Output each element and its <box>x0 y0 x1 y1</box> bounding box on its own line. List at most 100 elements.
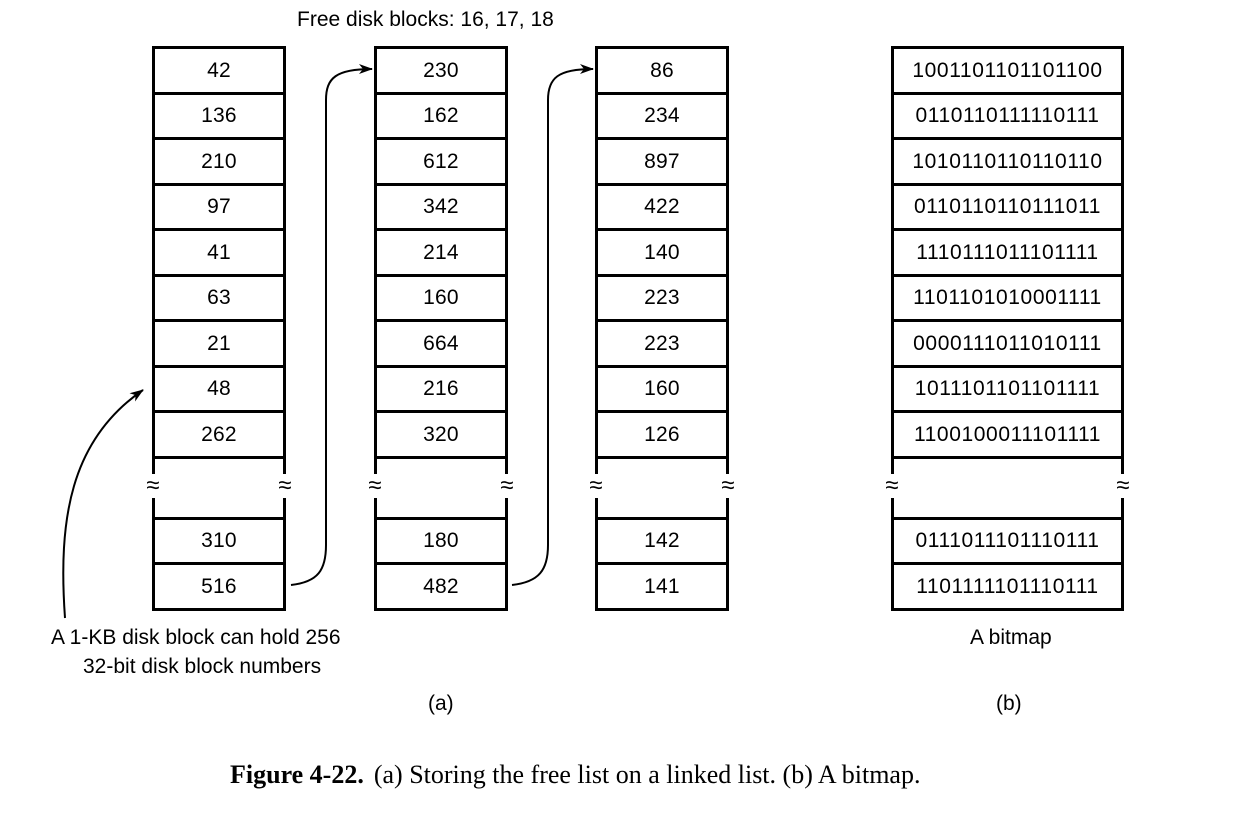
block-entry: 0110110111110111 <box>915 104 1100 128</box>
row-divider <box>891 319 1124 322</box>
block-entry: 216 <box>423 377 459 401</box>
block-entry: 42 <box>207 58 231 82</box>
block-entry: 126 <box>644 422 680 446</box>
annotation-line-1: A 1-KB disk block can hold 256 <box>51 626 341 649</box>
row-divider <box>891 182 1124 186</box>
next-block-arrow-1 <box>290 64 373 586</box>
break-mark-left: ≈ <box>144 474 162 498</box>
block-entry: 86 <box>650 58 674 82</box>
block-entry: 136 <box>201 104 237 128</box>
block-entry: 262 <box>201 422 237 446</box>
row-divider <box>891 228 1124 231</box>
block-entry: 162 <box>423 104 459 128</box>
row-divider <box>152 516 286 520</box>
block-entry: 48 <box>207 377 231 401</box>
row-divider <box>152 562 286 565</box>
block-entry: 0111011101110111 <box>915 529 1100 553</box>
block-entry: 214 <box>423 240 459 264</box>
row-divider <box>152 228 286 231</box>
row-divider <box>891 516 1124 520</box>
row-divider <box>374 182 508 186</box>
block-entry: 516 <box>201 574 237 598</box>
row-divider <box>374 455 508 459</box>
row-divider <box>152 319 286 322</box>
block-entry: 234 <box>644 104 680 128</box>
next-block-arrow-2 <box>511 64 594 586</box>
block-entry: 310 <box>201 529 237 553</box>
break-mark-left: ≈ <box>366 474 384 498</box>
block-entry: 664 <box>423 331 459 355</box>
figure-number: Figure 4-22. <box>230 760 364 789</box>
row-divider <box>152 91 286 95</box>
block-entry: 0110110110111011 <box>913 195 1102 219</box>
row-divider <box>595 91 729 95</box>
block-entry: 612 <box>423 149 459 173</box>
row-divider <box>891 562 1124 565</box>
block-entry: 230 <box>423 58 459 82</box>
block-entry: 21 <box>207 331 231 355</box>
block-entry: 342 <box>423 195 459 219</box>
row-divider <box>595 182 729 186</box>
row-divider <box>595 364 729 368</box>
annotation-arrow <box>62 389 144 619</box>
block-entry: 1101101010001111 <box>913 286 1102 310</box>
block-entry: 0000111011010111 <box>913 331 1102 355</box>
block-entry: 223 <box>644 331 680 355</box>
block-frame <box>595 46 729 611</box>
break-mark-left: ≈ <box>587 474 605 498</box>
block-entry: 422 <box>644 195 680 219</box>
figure-caption: Figure 4-22. (a) Storing the free list on… <box>230 760 920 790</box>
block-entry: 140 <box>644 240 680 264</box>
row-divider <box>152 364 286 368</box>
row-divider <box>374 562 508 565</box>
block-entry: 223 <box>644 286 680 310</box>
row-divider <box>374 410 508 413</box>
free-blocks-title: Free disk blocks: 16, 17, 18 <box>297 8 554 31</box>
block-entry: 1010110110110110 <box>912 149 1103 173</box>
block-entry: 160 <box>423 286 459 310</box>
block-entry: 63 <box>207 286 231 310</box>
row-divider <box>595 228 729 231</box>
row-divider <box>891 455 1124 459</box>
row-divider <box>152 182 286 186</box>
row-divider <box>374 273 508 277</box>
block-entry: 97 <box>207 195 231 219</box>
row-divider <box>374 364 508 368</box>
row-divider <box>374 228 508 231</box>
row-divider <box>891 364 1124 368</box>
block-entry: 141 <box>644 574 680 598</box>
block-entry: 1110111011101111 <box>916 240 1099 264</box>
break-mark-right: ≈ <box>719 474 737 498</box>
bitmap-label: A bitmap <box>970 626 1052 649</box>
row-divider <box>595 410 729 413</box>
break-mark-left: ≈ <box>883 474 901 498</box>
subfigure-b-label: (b) <box>996 692 1022 715</box>
block-entry: 142 <box>644 529 680 553</box>
annotation-line-2: 32-bit disk block numbers <box>83 655 322 678</box>
figure-caption-text: (a) Storing the free list on a linked li… <box>373 760 921 789</box>
row-divider <box>595 516 729 520</box>
block-entry: 210 <box>201 149 237 173</box>
row-divider <box>374 516 508 520</box>
block-entry: 1011101101101111 <box>914 377 1101 401</box>
row-divider <box>595 562 729 565</box>
row-divider <box>152 410 286 413</box>
row-divider <box>152 455 286 459</box>
row-divider <box>595 137 729 140</box>
row-divider <box>891 137 1124 140</box>
row-divider <box>891 410 1124 413</box>
block-entry: 1100100011101111 <box>913 422 1102 446</box>
block-entry: 320 <box>423 422 459 446</box>
block-frame <box>152 46 286 611</box>
block-frame <box>891 46 1124 611</box>
block-entry: 160 <box>644 377 680 401</box>
row-divider <box>374 91 508 95</box>
row-divider <box>152 137 286 140</box>
break-mark-right: ≈ <box>276 474 294 498</box>
block-frame <box>374 46 508 611</box>
row-divider <box>595 273 729 277</box>
row-divider <box>891 91 1124 95</box>
block-entry: 180 <box>423 529 459 553</box>
row-divider <box>595 455 729 459</box>
